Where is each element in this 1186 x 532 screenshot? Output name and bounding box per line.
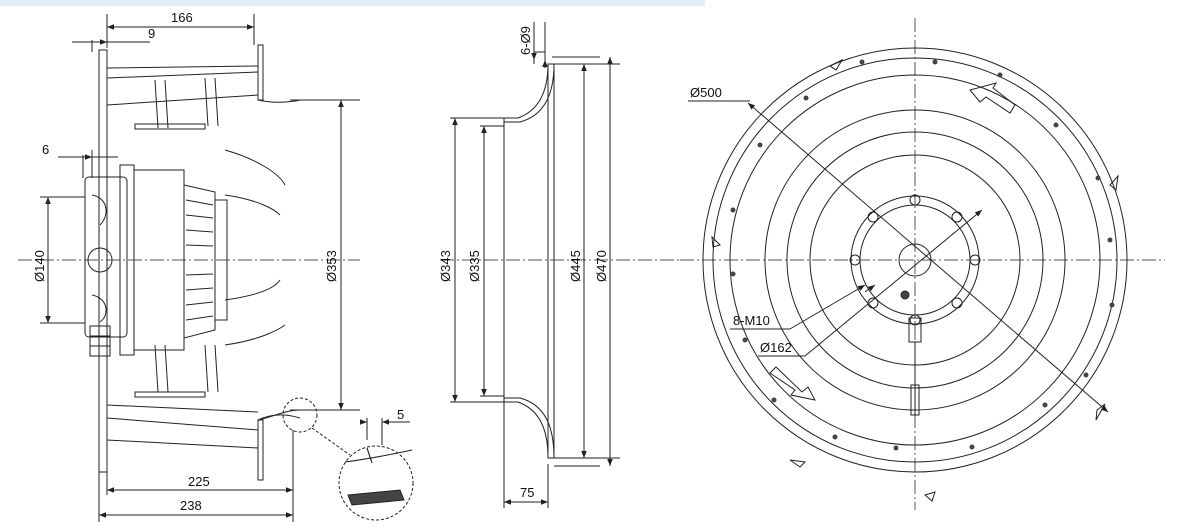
dim-6-9: 6-Ø9: [518, 26, 533, 55]
dim-353: Ø353: [324, 250, 339, 282]
motor-cap: [214, 199, 228, 321]
cable-gland: [89, 325, 111, 357]
upper-frame: [106, 65, 259, 106]
dim-m10-line: [789, 284, 866, 330]
dim-140: Ø140: [32, 250, 47, 282]
upper-bracket: [134, 123, 206, 130]
dim-162: Ø162: [760, 340, 792, 355]
side-view: [18, 14, 414, 522]
rotation-arrow-top: [969, 82, 1016, 114]
dim-166: 166: [171, 10, 193, 25]
lower-bracket: [134, 391, 206, 398]
mounting-holes: [730, 59, 1115, 451]
detail-hatch: [347, 489, 405, 506]
dim-343: Ø343: [438, 250, 453, 282]
dim-500: Ø500: [690, 85, 722, 100]
cooling-fins: [185, 199, 214, 321]
detail-section: [344, 447, 413, 464]
outer-ring: [702, 47, 1128, 473]
blade-curves: [224, 99, 301, 421]
detail-circle: [338, 445, 414, 521]
motor-boss: [87, 247, 113, 273]
mounting-plate: [98, 49, 108, 473]
dim-8-m10: 8-M10: [733, 313, 770, 328]
dim-6: 6: [42, 142, 49, 157]
blade-tips: [711, 58, 1119, 502]
dim-445: Ø445: [568, 250, 583, 282]
dim-9: 9: [148, 26, 155, 41]
lower-frame: [106, 404, 259, 449]
side-extension-lines: [40, 14, 383, 522]
outer-ring-inner: [712, 57, 1118, 463]
dim-225: 225: [188, 474, 210, 489]
motor-box: [84, 176, 128, 338]
dim-75: 75: [520, 485, 534, 500]
dim-335: Ø335: [467, 250, 482, 282]
dim-162-line: [804, 209, 983, 357]
lower-struts: [154, 344, 219, 393]
nozzle-view: [440, 22, 680, 508]
dim-500-line: [747, 102, 1109, 413]
impeller-outer-wall: [257, 44, 264, 481]
nozzle-profile-top: [504, 63, 555, 123]
dim-238: 238: [180, 498, 202, 513]
motor-body: [183, 184, 216, 339]
nozzle-profile-bottom: [504, 397, 555, 459]
dim-5: 5: [397, 407, 404, 422]
motor-side-curves: [91, 194, 107, 323]
upper-struts: [154, 77, 219, 129]
motor-plug: [900, 290, 910, 300]
dim-470: Ø470: [594, 250, 609, 282]
header-bar: [0, 0, 705, 6]
detail-marker: [282, 397, 318, 433]
front-view: [680, 18, 1165, 510]
